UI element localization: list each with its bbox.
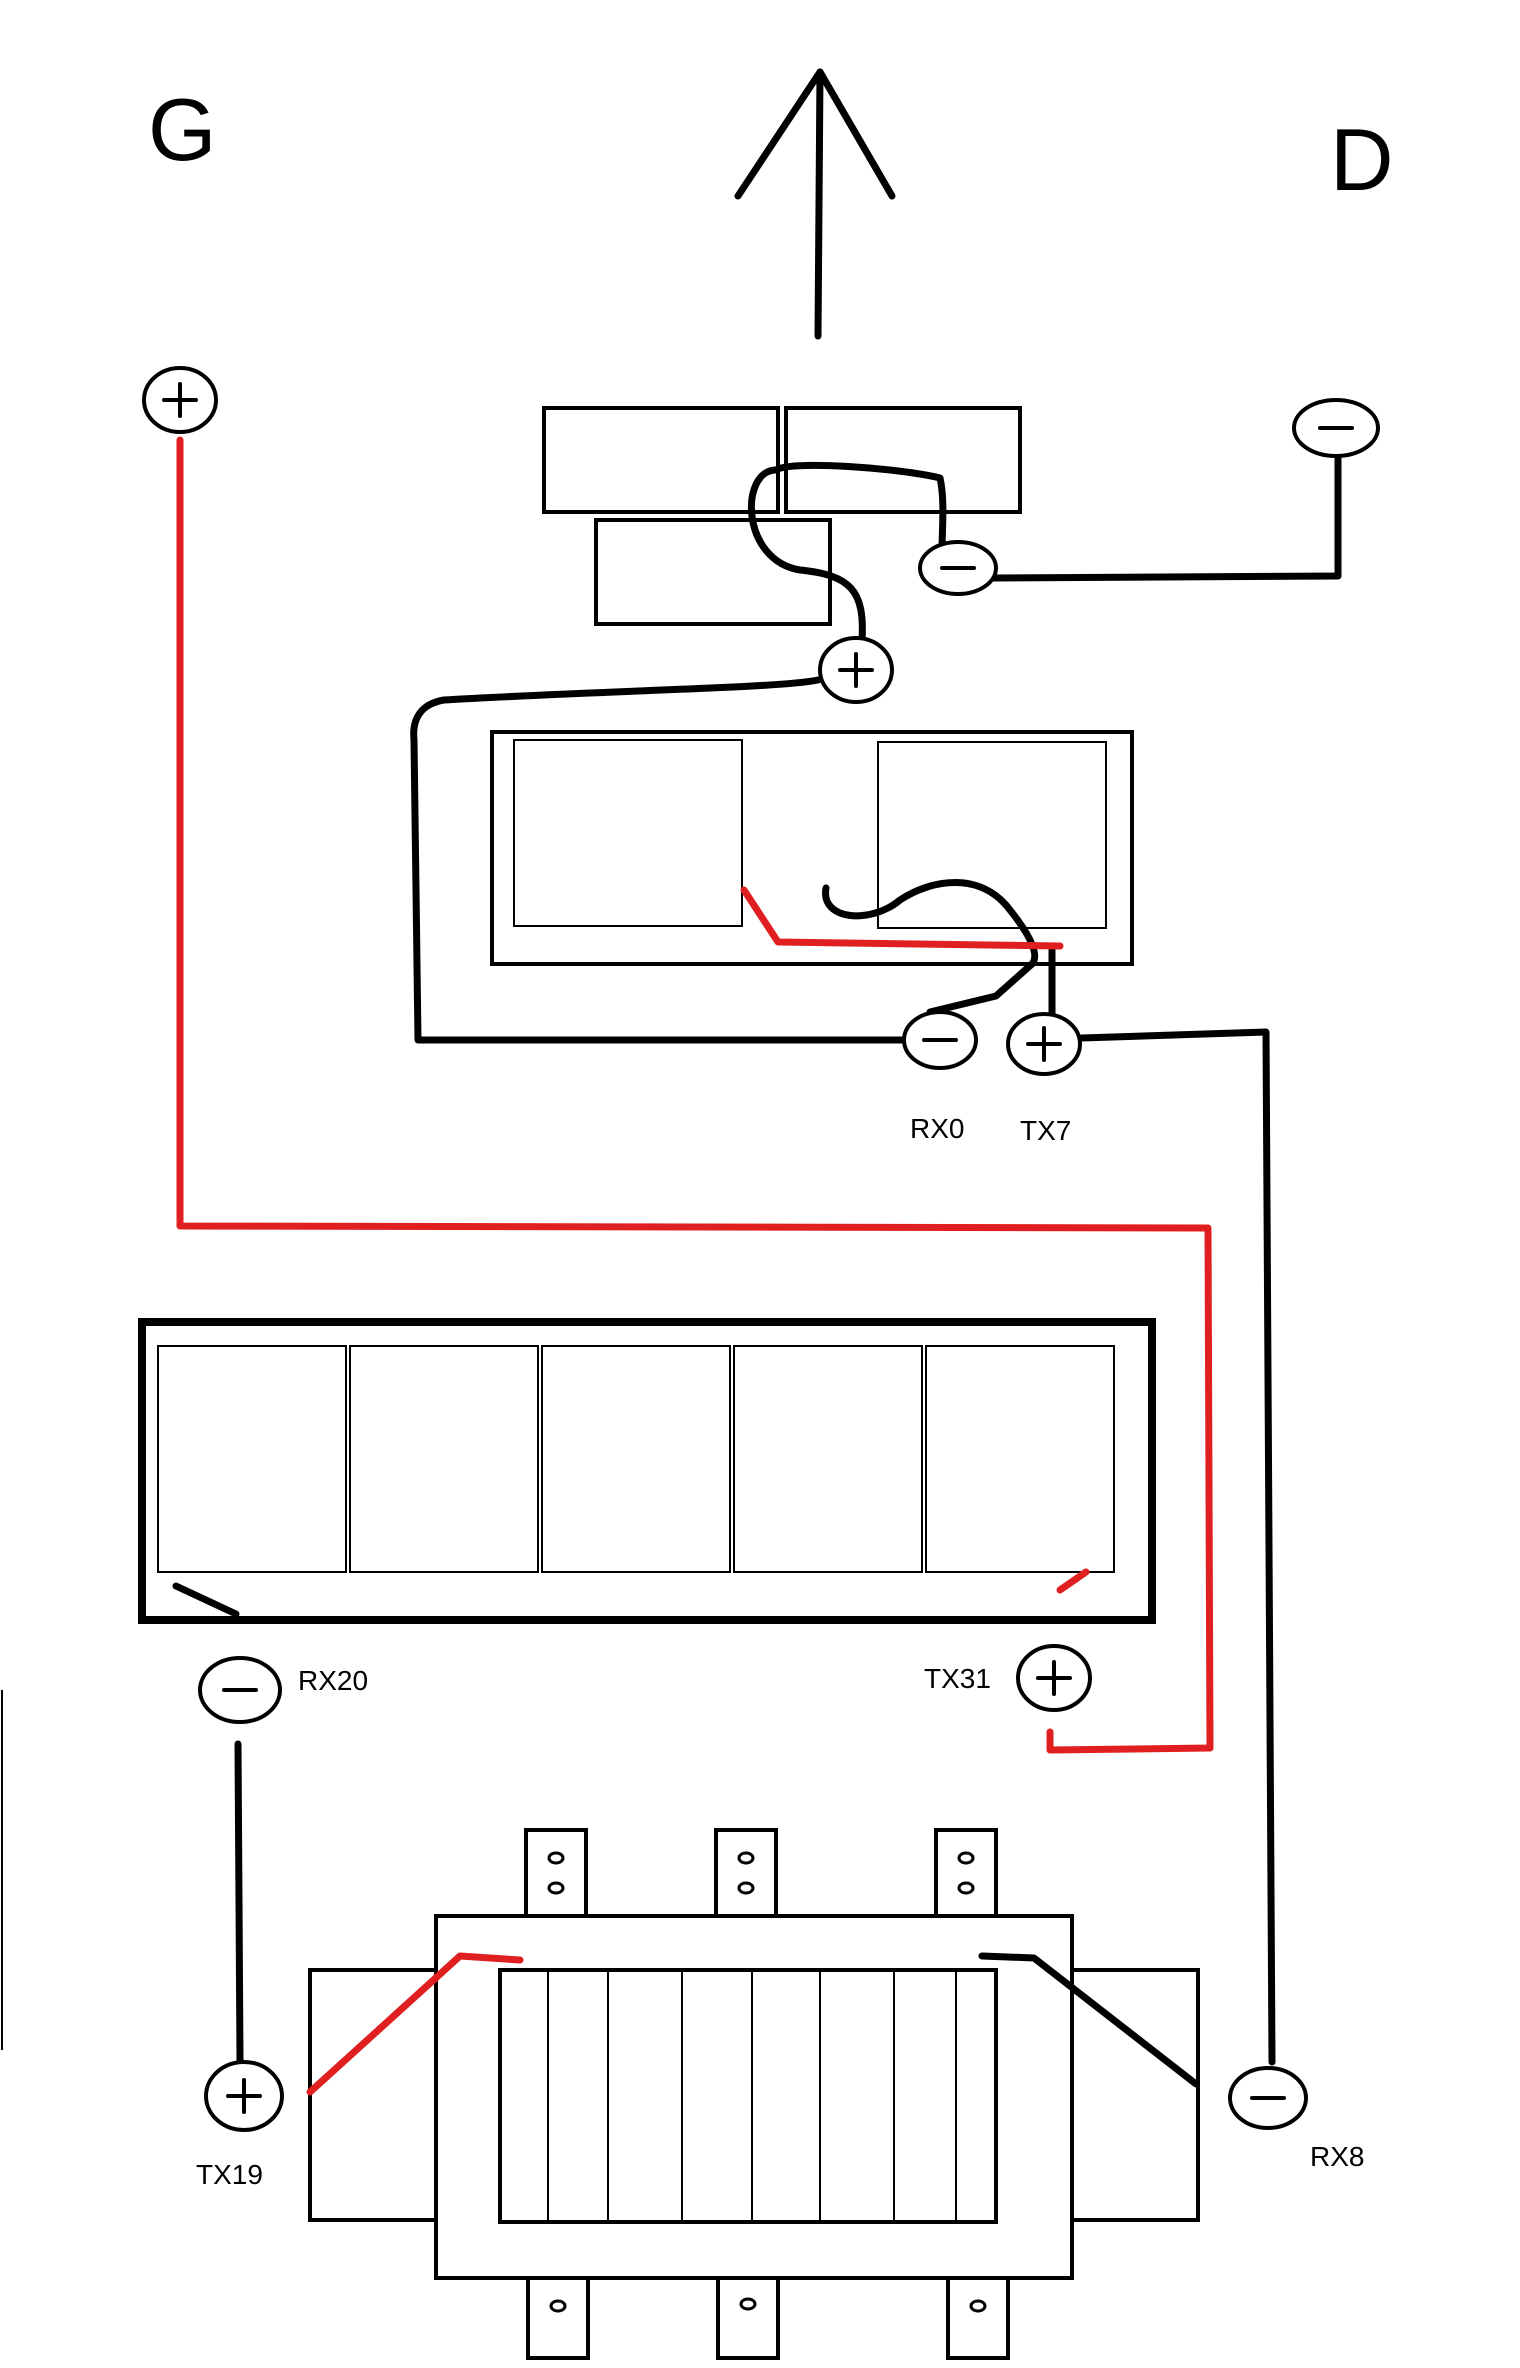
label-rx20: RX20 — [298, 1665, 368, 1696]
black-wires — [172, 444, 1342, 2088]
tx31-plus-terminal-icon — [1016, 1644, 1092, 1712]
minus-terminal-icon — [918, 540, 998, 596]
tx7-plus-terminal-icon — [1006, 1012, 1082, 1076]
label-rx0: RX0 — [910, 1113, 964, 1144]
red-wires — [176, 436, 1214, 2096]
label-tx19: TX19 — [196, 2159, 263, 2190]
bottom-module — [308, 1828, 1200, 2360]
up-arrow-icon — [734, 68, 896, 340]
label-tx31: TX31 — [924, 1663, 991, 1694]
plus-terminal-icon — [142, 366, 218, 434]
label-rx8: RX8 — [1310, 2141, 1364, 2172]
rx0-minus-terminal-icon — [902, 1010, 978, 1070]
plus-terminal-icon — [818, 636, 894, 704]
label-tx7: TX7 — [1020, 1115, 1071, 1146]
rx20-minus-terminal-icon — [198, 1656, 282, 1724]
middle-module — [138, 1318, 1156, 1624]
rx8-minus-terminal-icon — [1228, 2066, 1308, 2130]
corner-label-left: G — [148, 80, 216, 179]
minus-terminal-icon — [1292, 398, 1380, 458]
upper-module — [490, 730, 1134, 966]
corner-label-right: D — [1330, 110, 1394, 209]
tx19-plus-terminal-icon — [204, 2060, 284, 2132]
